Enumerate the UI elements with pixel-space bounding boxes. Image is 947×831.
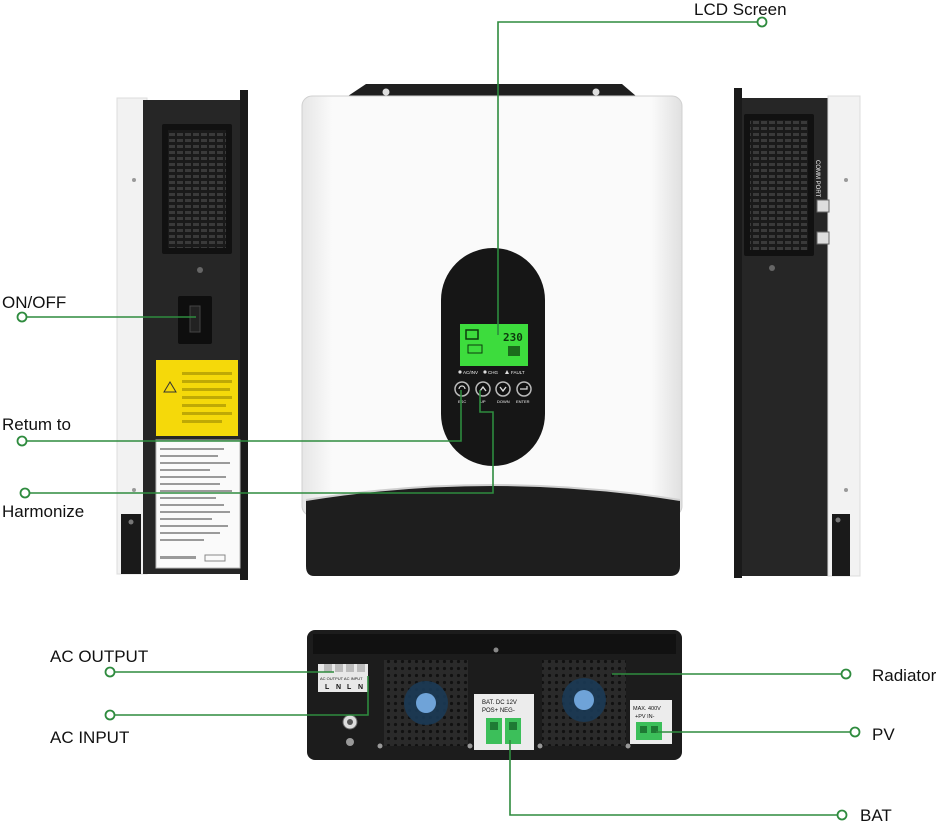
terminal-letter-l1: L (325, 684, 330, 691)
ac-output-callout-dot (104, 666, 116, 678)
ac-input-callout-line (110, 676, 369, 716)
usb-port (816, 199, 830, 213)
left-side-view (116, 90, 248, 580)
radiator-callout-dot (840, 668, 852, 680)
comm-port-label: COMM PORT (814, 160, 820, 198)
pv-callout-dot (849, 726, 861, 738)
ac-output-label: AC OUTPUT (50, 647, 149, 666)
up-label: UP (480, 399, 486, 404)
battery-terminal-panel (474, 694, 534, 750)
terminal-letter-n2: N (358, 684, 363, 691)
lcd-reading: 230 (503, 331, 523, 344)
harmonize-callout-dot (19, 487, 31, 499)
esc-label: ESC (458, 399, 466, 404)
lcd-screen-label: LCD Screen (694, 0, 787, 19)
up-button[interactable] (475, 381, 491, 397)
status-indicators: AC/INV CHG FAULT (458, 370, 525, 375)
right-side-view: COMM PORT (734, 88, 861, 578)
pv-label-line1: MAX. 400V (633, 706, 661, 712)
indicator-fault: FAULT (511, 370, 525, 375)
bat-callout-line (509, 740, 841, 816)
lcd-callout-dot (756, 16, 768, 28)
callout-endpoints (16, 16, 861, 821)
on-off-label: ON/OFF (2, 293, 67, 312)
terminal-letter-n1: N (336, 684, 341, 691)
harmonize-callout-line (25, 390, 494, 494)
return-callout-dot (16, 435, 28, 447)
esc-button[interactable] (454, 381, 470, 397)
bat-label-line1: BAT. DC 12V (482, 700, 517, 706)
pv-label-line2: +PV IN- (635, 714, 655, 720)
return-to-label: Retum to (2, 415, 71, 434)
ac-input-label: AC INPUT (50, 728, 130, 747)
callout-lines (22, 21, 854, 816)
bat-pos-terminal (486, 718, 502, 744)
bat-label-line2: POS+ NEG- (482, 708, 515, 714)
bat-callout-dot (836, 809, 848, 821)
pv-terminal (636, 722, 662, 740)
rj45-port (816, 231, 830, 245)
ac-input-callout-dot (104, 709, 116, 721)
indicator-ac-inv: AC/INV (463, 370, 478, 375)
on-off-callout-dot (16, 311, 28, 323)
bat-label: BAT (860, 806, 892, 825)
radiator-label: Radiator (872, 666, 937, 685)
enter-label: ENTER (516, 399, 530, 404)
down-label: DOWN (497, 399, 510, 404)
front-view: 230 AC/INV CHG FAULT ESC UP DOWN ENTER (301, 84, 683, 576)
bottom-view: AC OUTPUT AC INPUT L N L N BAT. DC 12V P… (307, 630, 682, 760)
indicator-chg: CHG (488, 370, 498, 375)
ac-terminal-header: AC OUTPUT AC INPUT (320, 676, 363, 681)
lcd-callout-line (497, 21, 761, 335)
control-buttons: ESC UP DOWN ENTER (454, 381, 532, 404)
terminal-letter-l2: L (347, 684, 352, 691)
return-callout-line (22, 390, 462, 442)
pv-label: PV (872, 725, 895, 744)
down-button[interactable] (495, 381, 511, 397)
bat-neg-terminal (505, 718, 521, 744)
harmonize-label: Harmonize (2, 502, 85, 521)
